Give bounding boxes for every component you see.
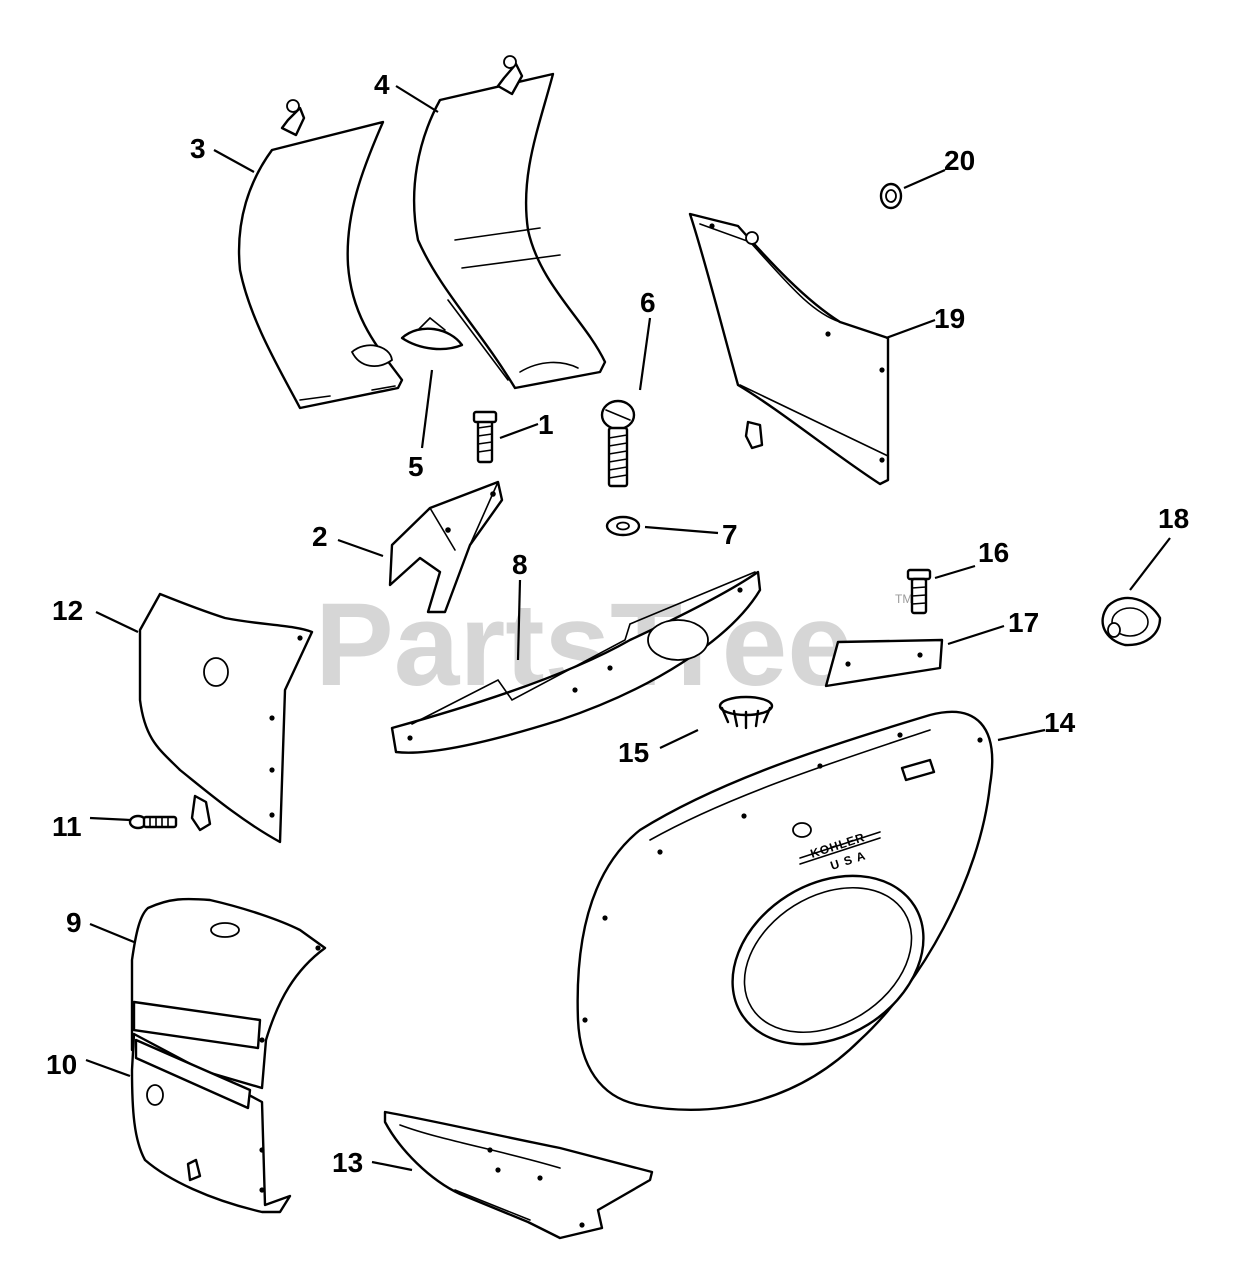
watermark-trademark: TM [895, 592, 912, 606]
part-6-bolt[interactable] [600, 399, 636, 488]
part-15-cap[interactable] [718, 695, 774, 730]
part-13-bottom-plate[interactable] [383, 1110, 654, 1240]
callout-10: 10 [46, 1049, 77, 1080]
leader-6 [638, 317, 652, 391]
leader-16 [934, 564, 976, 580]
leader-4 [395, 85, 439, 113]
callout-17: 17 [1008, 607, 1039, 638]
leader-14 [997, 728, 1046, 742]
callout-15: 15 [618, 737, 649, 768]
part-10-lower-panel[interactable] [130, 1032, 292, 1214]
leader-3 [213, 149, 255, 173]
callout-9: 9 [66, 907, 82, 938]
leader-12 [95, 611, 139, 633]
leader-2 [337, 538, 384, 558]
callout-7: 7 [722, 519, 738, 550]
part-11-screw[interactable] [128, 814, 178, 830]
part-18-plug[interactable] [1101, 596, 1162, 647]
leader-10 [85, 1058, 131, 1078]
part-16-screw[interactable] [906, 568, 932, 615]
callout-2: 2 [312, 521, 328, 552]
leader-8 [516, 579, 522, 661]
part-2-bracket[interactable] [388, 480, 504, 614]
callout-5: 5 [408, 451, 424, 482]
part-20-grommet[interactable] [879, 182, 903, 210]
callout-4: 4 [374, 69, 390, 100]
part-14-blower-housing[interactable]: KOHLER U S A [576, 710, 994, 1111]
part-3-baffle[interactable] [237, 99, 404, 410]
callout-6: 6 [640, 287, 656, 318]
leader-1 [499, 422, 539, 440]
callout-3: 3 [190, 133, 206, 164]
leader-20 [903, 168, 946, 190]
leader-19 [885, 318, 936, 340]
part-19-baffle[interactable] [688, 212, 890, 486]
callout-11: 11 [52, 811, 82, 842]
part-5-clip[interactable] [400, 316, 464, 351]
leader-15 [659, 729, 699, 749]
part-9-front-panel[interactable] [130, 897, 327, 1090]
callout-12: 12 [52, 595, 83, 626]
part-8-shroud[interactable] [390, 570, 762, 754]
leader-7 [644, 525, 719, 535]
leader-9 [89, 922, 135, 944]
part-7-washer[interactable] [605, 515, 641, 537]
callout-19: 19 [934, 303, 965, 334]
callout-18: 18 [1158, 503, 1189, 534]
callout-20: 20 [944, 145, 975, 176]
part-12-side-panel[interactable] [138, 592, 314, 844]
part-4-baffle[interactable] [412, 55, 607, 390]
callout-labels: 1 2 3 4 5 6 7 8 9 10 11 12 13 14 15 16 1… [46, 69, 1189, 1178]
leader-5 [420, 369, 434, 449]
leader-17 [947, 624, 1005, 646]
part-17-plate[interactable] [824, 638, 944, 688]
callout-13: 13 [332, 1147, 363, 1178]
part-1-screw[interactable] [472, 410, 498, 464]
leader-lines [85, 85, 1171, 1172]
callout-8: 8 [512, 549, 528, 580]
callout-16: 16 [978, 537, 1009, 568]
leader-11 [89, 816, 131, 822]
leader-18 [1129, 537, 1171, 591]
leader-13 [371, 1160, 413, 1172]
callout-14: 14 [1044, 707, 1076, 738]
callout-1: 1 [538, 409, 554, 440]
